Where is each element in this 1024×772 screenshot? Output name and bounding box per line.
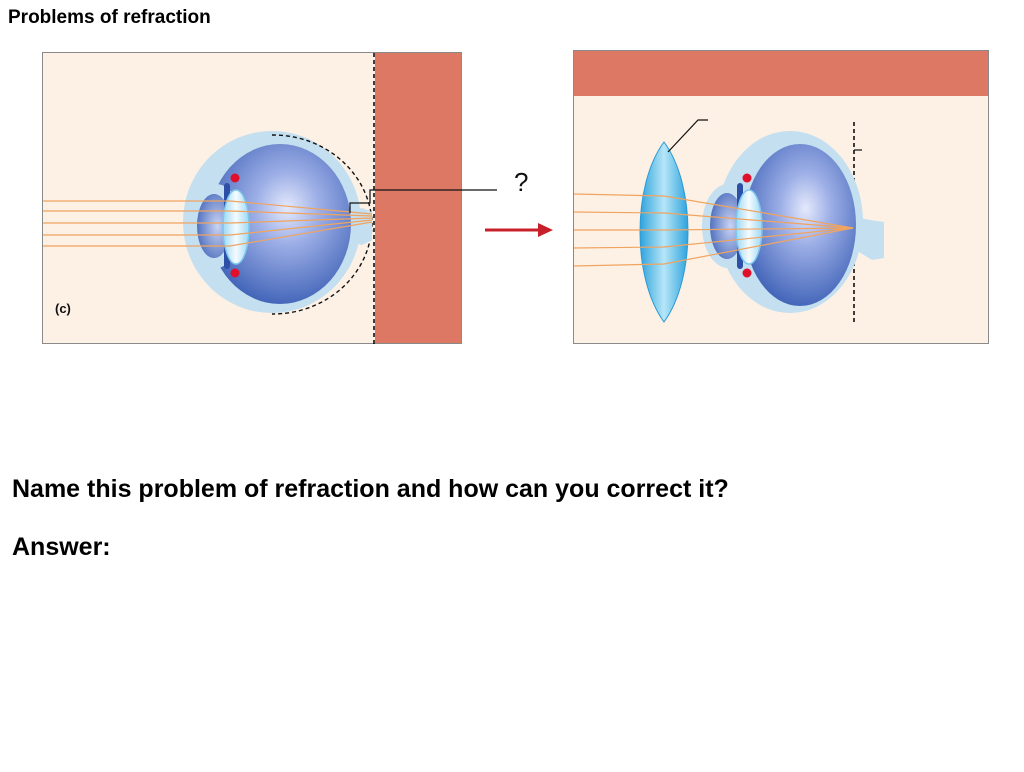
- right-image-plane: [574, 51, 989, 96]
- left-image-plane: [375, 53, 462, 344]
- right-panel: [573, 50, 989, 344]
- unknown-marker: ?: [514, 167, 528, 197]
- lens-label-leader: [667, 119, 708, 153]
- ciliary-dot-top: [230, 173, 240, 183]
- ciliary-dot-top: [742, 173, 752, 183]
- right-light-rays: [573, 193, 854, 267]
- left-panel-border: [42, 52, 462, 344]
- left-panel: (c): [42, 52, 497, 344]
- left-light-rays: [43, 200, 373, 247]
- slide-title: Problems of refraction: [8, 7, 211, 28]
- refraction-diagram: (c) ?: [42, 50, 989, 344]
- ciliary-dot-bottom: [230, 268, 240, 278]
- convex-lens-icon: [639, 141, 689, 323]
- panel-label: (c): [55, 301, 71, 316]
- ciliary-dot-bottom: [742, 268, 752, 278]
- right-panel-border: [573, 50, 989, 344]
- question-text: Name this problem of refraction and how …: [12, 475, 729, 503]
- focus-indicator-bracket: [349, 189, 497, 213]
- arrow-right-icon: [485, 223, 553, 237]
- answer-label: Answer:: [12, 533, 111, 561]
